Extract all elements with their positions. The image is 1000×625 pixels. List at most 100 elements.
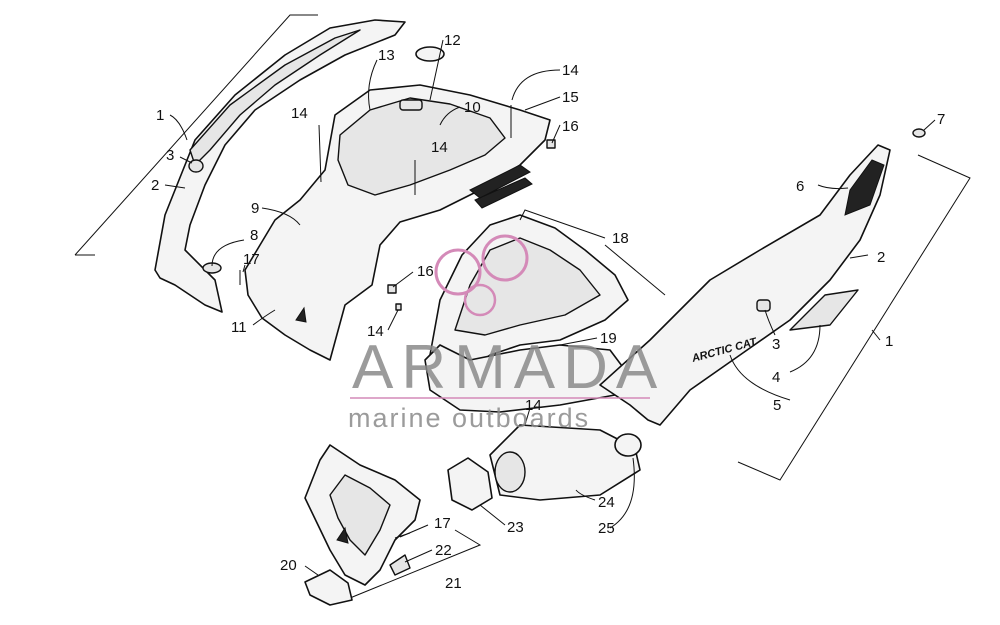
- callout-11: 11: [231, 319, 247, 336]
- leader-2-right: [849, 254, 869, 259]
- right-panel-grille: [844, 159, 885, 216]
- fastener-14-d: [395, 303, 402, 311]
- callout-5: 5: [773, 397, 781, 414]
- callout-25: 25: [598, 520, 615, 537]
- callout-17-lower: 17: [434, 515, 451, 532]
- leader-11: [252, 309, 276, 326]
- callout-15: 15: [562, 89, 579, 106]
- leader-16-top: [551, 124, 561, 144]
- leader-1-left: [169, 114, 188, 141]
- leader-14-lower: [524, 407, 531, 426]
- callout-14-center: 14: [431, 139, 448, 156]
- leader-23: [479, 504, 506, 526]
- watermark-logo-circle-1: [481, 234, 529, 282]
- callout-3-left: 3: [166, 147, 174, 164]
- fastener-14-a: [318, 124, 322, 183]
- callout-14-left: 14: [291, 105, 308, 122]
- left-side-panel-trim: [189, 29, 361, 166]
- fastener-16-b: [387, 284, 397, 294]
- intake-duct-mouth: [494, 451, 526, 493]
- leader-15: [524, 96, 561, 111]
- lower-nose-pan-assembly: [304, 444, 482, 606]
- hood-gauge-bezel: [399, 99, 423, 111]
- leader-19: [559, 337, 598, 346]
- leader-10: [439, 106, 461, 126]
- callout-2-left: 2: [151, 177, 159, 194]
- leader-18: [519, 209, 666, 296]
- leader-3-right: [764, 309, 776, 336]
- right-side-panel-assembly: ARCTIC CAT: [599, 128, 971, 481]
- leader-2-left: [164, 184, 186, 189]
- right-panel-grommet: [756, 299, 771, 312]
- hood-arrow-mark: [295, 306, 307, 323]
- leader-6: [817, 184, 849, 190]
- fastener-16-a: [546, 139, 556, 149]
- callout-14-lower: 14: [525, 397, 542, 414]
- leader-20: [304, 565, 319, 576]
- left-panel-grommet: [188, 159, 204, 173]
- leader-14-mid: [387, 309, 399, 331]
- callout-20: 20: [280, 557, 297, 574]
- leader-17-lower: [399, 524, 429, 538]
- callout-19: 19: [600, 330, 617, 347]
- air-box-assembly: [424, 214, 629, 413]
- leader-4: [789, 324, 821, 373]
- hood-vent-stripes: [469, 164, 533, 209]
- leader-7: [923, 119, 936, 131]
- intake-duct: [489, 424, 641, 501]
- callout-6: 6: [796, 178, 804, 195]
- nose-pan-inner: [329, 474, 391, 556]
- leader-25: [609, 457, 635, 529]
- tow-hook: [304, 569, 353, 606]
- left-side-panel-assembly: [74, 14, 406, 313]
- callout-9: 9: [251, 200, 259, 217]
- leader-3-left: [179, 156, 193, 164]
- callout-4: 4: [772, 369, 780, 386]
- watermark-logo-circle-3: [463, 283, 497, 317]
- right-panel-decal: [789, 289, 859, 331]
- callout-1-right: 1: [885, 333, 893, 350]
- leader-14-top-right: [511, 69, 561, 101]
- callout-18: 18: [612, 230, 629, 247]
- callout-12: 12: [444, 32, 461, 49]
- leader-8: [211, 239, 245, 267]
- watermark-subtitle: marine outboards: [348, 403, 590, 433]
- group-frame-left-panel: [74, 14, 318, 256]
- callout-22: 22: [435, 542, 452, 559]
- fasteners: [239, 105, 556, 539]
- callout-3-right: 3: [772, 336, 780, 353]
- watermark-title: ARMADA: [352, 333, 665, 402]
- leader-24: [575, 489, 596, 501]
- callout-21: 21: [445, 575, 462, 592]
- intake-duct-assembly: [447, 424, 642, 511]
- callout-14-mid: 14: [367, 323, 384, 340]
- leader-17-left: [242, 264, 246, 273]
- callout-24: 24: [598, 494, 615, 511]
- hose-clamp: [614, 433, 642, 457]
- upper-hood-assembly: [244, 46, 551, 361]
- group-frame-right-panel: [737, 154, 971, 481]
- hood-windshield-opening: [337, 97, 506, 196]
- nose-pan-arrow-mark: [336, 526, 349, 544]
- leader-5: [729, 354, 791, 401]
- leader-16-mid: [392, 271, 414, 288]
- leader-22: [404, 549, 433, 563]
- leader-lines: [164, 39, 936, 576]
- callout-7: 7: [937, 111, 945, 128]
- watermark-logo-circle-2: [434, 248, 482, 296]
- callout-13: 13: [378, 47, 395, 64]
- hood-cap: [415, 46, 445, 62]
- nose-pan-decal: [389, 554, 411, 576]
- leader-1-right: [871, 329, 881, 341]
- callout-2-right: 2: [877, 249, 885, 266]
- group-frame-nose-pan: [349, 529, 482, 599]
- right-panel-fastener: [912, 128, 926, 138]
- leader-12: [429, 39, 444, 101]
- callout-16-top: 16: [562, 118, 579, 135]
- callout-labels: 1 3 2 9 8 17 11 12 13 14 10 14 14 15 16 …: [151, 32, 945, 592]
- leader-13: [368, 59, 378, 111]
- right-side-panel: [599, 144, 891, 426]
- callout-17-left: 17: [243, 251, 260, 268]
- callout-8: 8: [250, 227, 258, 244]
